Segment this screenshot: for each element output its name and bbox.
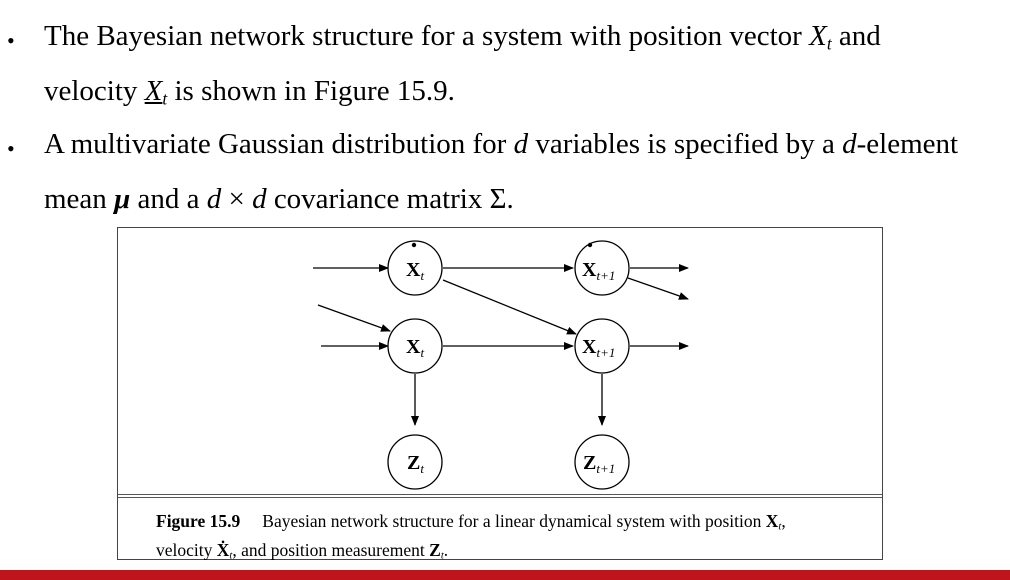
bullet-dot: • <box>7 28 15 53</box>
node-subscript: t+1 <box>596 461 615 476</box>
caption-text: , <box>781 511 786 531</box>
text: mean <box>44 183 115 215</box>
text: The Bayesian network structure for a sys… <box>44 20 810 52</box>
text: velocity <box>44 75 145 107</box>
var-d: d <box>206 183 222 215</box>
caption-text: Bayesian network structure for a linear … <box>262 511 766 531</box>
subscript: t <box>778 521 782 533</box>
var-mu: μ <box>114 183 131 215</box>
text: is shown in Figure 15.9. <box>167 75 455 107</box>
var-d: d <box>842 128 857 160</box>
caption-line-1: Figure 15.9 Bayesian network structure fo… <box>156 510 876 539</box>
node-label: X <box>406 336 421 358</box>
bayes-network-diagram: Xt Xt+1 Xt Xt+1 Zt Zt+1 <box>313 240 689 490</box>
node-subscript: t <box>420 461 424 476</box>
dot-accent <box>587 242 593 248</box>
caption-text: , and position measurement <box>232 539 430 560</box>
edge-xdot-x1 <box>442 279 577 335</box>
subscript: t <box>162 88 168 109</box>
text: and <box>831 20 881 52</box>
caption-text: velocity <box>156 539 217 560</box>
node-subscript: t <box>420 268 424 283</box>
edge-xdot1-out-diag <box>627 277 689 300</box>
edge-in-diag-x <box>317 304 391 332</box>
var-z: Z <box>429 539 441 560</box>
var-d: d <box>252 183 267 215</box>
var-x: X <box>765 511 779 531</box>
caption-line-2: velocity Ẋt, and position measurement Zt… <box>156 539 876 568</box>
svg-text:Xt+1: Xt+1 <box>582 336 615 360</box>
node-x-t <box>387 318 443 374</box>
node-subscript: t+1 <box>596 268 615 283</box>
text: A multivariate Gaussian distribution for <box>44 128 514 160</box>
subscript: t <box>826 33 832 54</box>
bullet-1-line-1: The Bayesian network structure for a sys… <box>44 20 881 54</box>
subscript: t <box>229 550 233 562</box>
bullet-2-line-1: A multivariate Gaussian distribution for… <box>44 128 958 161</box>
figure-caption: Figure 15.9 Bayesian network structure fo… <box>156 510 876 567</box>
node-subscript: t <box>420 345 424 360</box>
accent-bar <box>0 570 1010 580</box>
text: and a <box>130 183 207 215</box>
node-xdot-t1 <box>574 240 630 296</box>
node-subscript: t+1 <box>596 345 615 360</box>
node-label: Z <box>583 452 596 474</box>
times-sign: × <box>221 183 253 215</box>
bullet-dot: • <box>7 136 15 161</box>
var-xdot: Ẋ <box>216 539 230 560</box>
var-x: X <box>809 20 827 52</box>
svg-text:Zt: Zt <box>407 452 424 476</box>
svg-text:Xt+1: Xt+1 <box>582 259 615 283</box>
subscript: t <box>440 550 444 562</box>
node-label: X <box>582 336 597 358</box>
node-z-t <box>387 434 443 490</box>
text: covariance matrix Σ. <box>266 183 514 215</box>
var-x-underlined: X <box>144 75 163 107</box>
var-d: d <box>513 128 529 160</box>
figure-label: Figure 15.9 <box>156 511 241 531</box>
caption-rule <box>118 494 882 495</box>
svg-text:Xt: Xt <box>406 259 424 283</box>
figure-15-9: Xt Xt+1 Xt Xt+1 Zt Zt+1 Figure 15.9 Bayes… <box>117 227 883 561</box>
node-label: X <box>406 259 421 281</box>
node-label: Z <box>407 452 420 474</box>
text: variables is specified by a <box>528 128 843 160</box>
svg-text:Zt+1: Zt+1 <box>583 452 615 476</box>
dot-accent <box>411 242 417 248</box>
text: -element <box>856 128 959 160</box>
node-x-t1 <box>574 318 630 374</box>
node-z-t1 <box>574 434 630 490</box>
caption-rule <box>118 497 882 498</box>
node-label: X <box>582 259 597 281</box>
caption-text: . <box>443 539 449 560</box>
svg-text:Xt: Xt <box>406 336 424 360</box>
node-xdot-t <box>387 240 443 296</box>
bullet-2-line-2: mean μ and a d × d covariance matrix Σ. <box>44 183 514 216</box>
bullet-1-line-2: velocity Xt is shown in Figure 15.9. <box>44 75 455 109</box>
